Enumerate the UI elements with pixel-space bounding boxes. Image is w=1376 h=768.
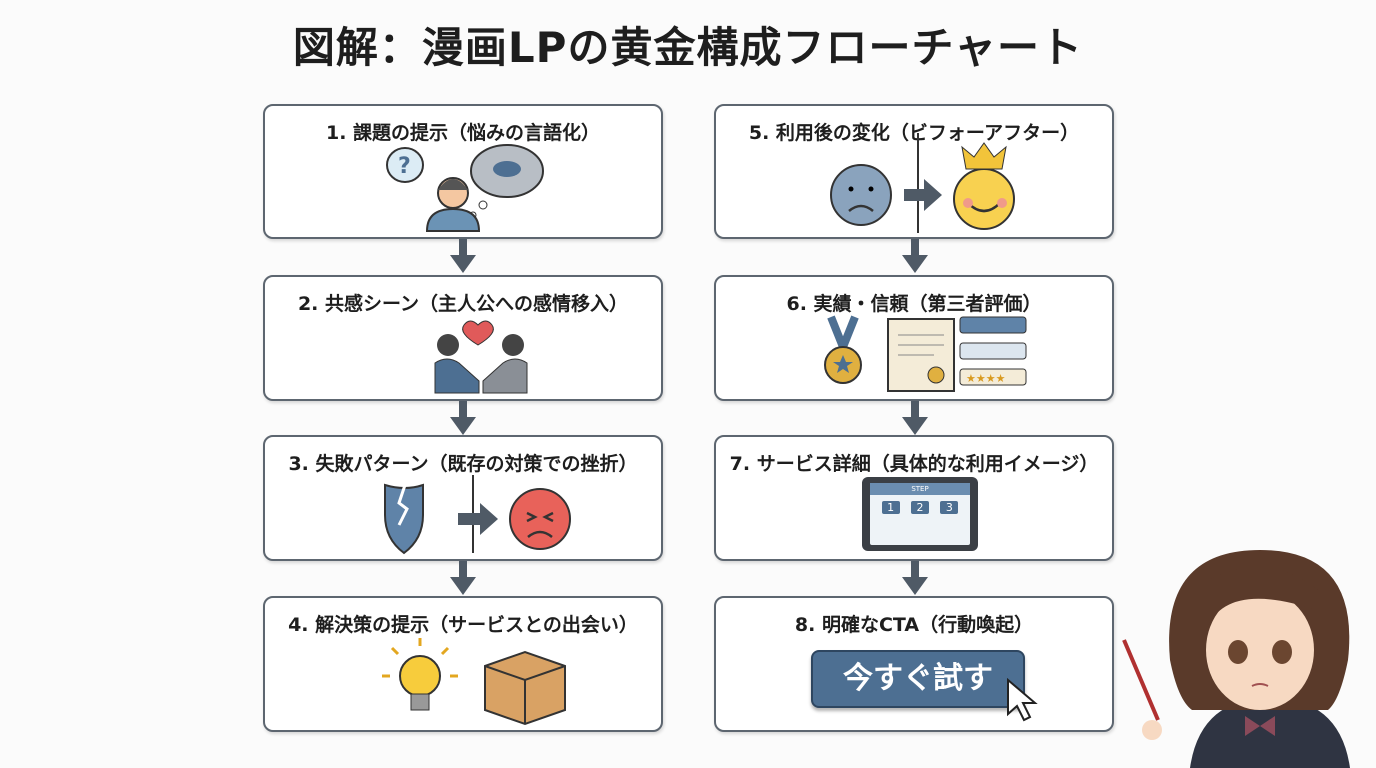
solution-icons — [382, 638, 566, 726]
frustrated-face-icon — [509, 488, 571, 550]
flow-arrow — [450, 401, 476, 435]
svg-text:★★★★: ★★★★ — [966, 372, 1006, 385]
step-label: 3. 失敗パターン（既存の対策での挫折） — [288, 453, 638, 475]
step-number: 2 — [910, 501, 929, 514]
step-label: 8. 明確なCTA（行動喚起） — [794, 614, 1034, 636]
worried-person-icon: ? — [386, 144, 544, 232]
failure-icons — [384, 475, 571, 555]
flow-arrow — [902, 401, 928, 435]
step-label: 7. サービス詳細（具体的な利用イメージ） — [729, 453, 1099, 475]
step-7-box: 7. サービス詳細（具体的な利用イメージ） STEP 1 2 3 — [714, 435, 1114, 561]
page-title: 図解：漫画LPの黄金構成フローチャート — [292, 23, 1084, 72]
reviews-icon: ★★★★ — [959, 316, 1027, 386]
happy-crowned-face-icon — [953, 142, 1015, 230]
storm-cloud-icon — [469, 144, 544, 219]
step-2-box: 2. 共感シーン（主人公への感情移入） — [263, 275, 663, 401]
step-4-box: 4. 解決策の提示（サービスとの出会い） — [263, 596, 663, 732]
pointer-stick-icon — [1122, 639, 1160, 721]
cursor-pointer-icon — [1007, 678, 1038, 722]
step-number: 1 — [881, 501, 900, 514]
try-now-button[interactable]: 今すぐ試す — [811, 650, 1025, 708]
presenter-girl-illustration — [1122, 550, 1350, 768]
certificate-icon — [887, 318, 955, 392]
flow-arrow — [450, 561, 476, 595]
svg-text:?: ? — [398, 154, 411, 179]
flow-arrow — [450, 239, 476, 273]
step-label: 4. 解決策の提示（サービスとの出会い） — [288, 614, 638, 636]
step-label: 2. 共感シーン（主人公への感情移入） — [297, 293, 629, 315]
medal-icon — [824, 315, 862, 384]
box-package-icon — [484, 650, 566, 726]
trust-icons: ★★★★ — [824, 315, 1027, 392]
step-1-box: 1. 課題の提示（悩みの言語化） ? — [263, 104, 663, 239]
step-3-box: 3. 失敗パターン（既存の対策での挫折） — [263, 435, 663, 561]
lightbulb-icon — [382, 638, 458, 711]
broken-shield-icon — [384, 483, 424, 555]
screen-title: STEP — [870, 483, 970, 495]
handshake-empathy-icon — [434, 320, 528, 394]
step-label: 1. 課題の提示（悩みの言語化） — [325, 122, 601, 144]
step-6-box: 6. 実績・信頼（第三者評価） ★★★★ — [714, 275, 1114, 401]
sad-face-icon — [830, 164, 892, 226]
tablet-icon: STEP 1 2 3 — [862, 477, 978, 551]
step-number: 3 — [940, 501, 959, 514]
flow-arrow — [902, 239, 928, 273]
arrow-right-icon — [904, 179, 942, 211]
step-8-box: 8. 明確なCTA（行動喚起） 今すぐ試す — [714, 596, 1114, 732]
before-after-icons — [830, 133, 1015, 233]
step-label: 5. 利用後の変化（ビフォーアフター） — [748, 122, 1080, 144]
step-5-box: 5. 利用後の変化（ビフォーアフター） — [714, 104, 1114, 239]
step-label: 6. 実績・信頼（第三者評価） — [786, 293, 1042, 315]
flow-arrow — [902, 561, 928, 595]
arrow-right-icon — [458, 503, 498, 535]
question-bubble-icon: ? — [386, 147, 424, 183]
